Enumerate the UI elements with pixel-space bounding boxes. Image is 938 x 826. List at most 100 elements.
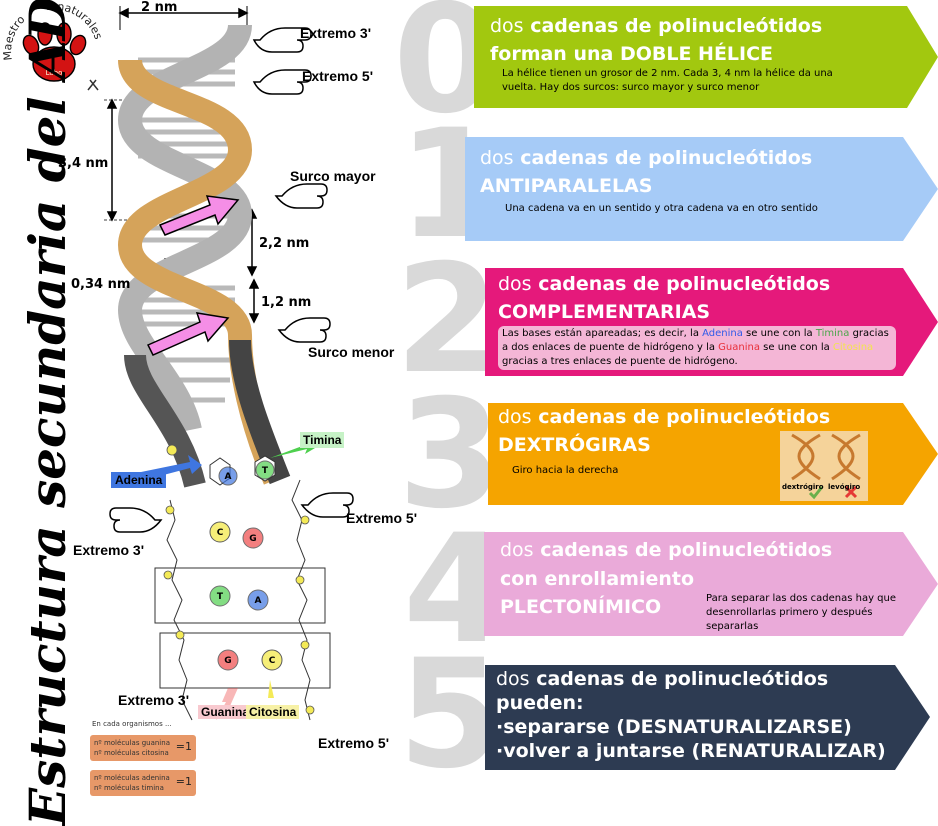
extremo5-mid-label: Extremo 5'	[346, 510, 418, 526]
hammer-icon	[87, 79, 99, 91]
step5-rest: cadenas de polinucleótidos	[536, 668, 829, 690]
width-arrow	[118, 6, 249, 30]
minor-groove-pink-arrow	[146, 312, 230, 356]
ratio1-bottom: nº moléculas citosina	[94, 749, 169, 757]
step2-ribbon: dos cadenas de polinucleótidos COMPLEMEN…	[485, 268, 938, 376]
step2-desc-p2: se une con la	[742, 328, 816, 339]
step2-desc-p8: gracias a tres enlaces de puente de hidr…	[502, 356, 738, 367]
extremo5-bottom-label: Extremo 5'	[318, 735, 390, 751]
step2-desc-adenina: Adenina	[702, 328, 743, 339]
step5-line3: ·separarse (DESNATURALIZARSE)	[496, 716, 852, 738]
base-label-g1: G	[249, 534, 256, 544]
adenina-label: Adenina	[111, 472, 167, 488]
step2-desc: Las bases están apareadas; es decir, la …	[498, 326, 896, 370]
step2-desc-p0: Las bases están apareadas; es decir, la	[502, 328, 703, 339]
step4-rest: cadenas de polinucleótidos	[540, 539, 833, 561]
ratio2-eq: =1	[175, 775, 192, 788]
step4-ribbon: dos cadenas de polinucleótidos con enrol…	[484, 532, 938, 636]
minor-groove-width-label: 1,2 nm	[261, 295, 312, 310]
pointing-hand-icon	[109, 27, 354, 533]
logo-text-mid: de	[45, 0, 59, 13]
step5-line4: ·volver a juntarse (RENATURALIZAR)	[496, 740, 886, 762]
step3-line2: DEXTRÓGIRAS	[498, 434, 651, 456]
surco-menor-label: Surco menor	[308, 344, 395, 360]
major-groove-pink-arrow	[158, 195, 240, 236]
step2-desc-guanina: Guanina	[718, 342, 760, 353]
logo: Maestro de naturales Lobo	[1, 0, 105, 100]
step4-line3: PLECTONÍMICO	[500, 596, 662, 618]
ratio2-bottom: nº moléculas timina	[94, 784, 164, 792]
surco-mayor-label: Surco mayor	[290, 168, 376, 184]
citosina-label: Citosina	[246, 705, 300, 719]
base-label-c2: C	[269, 656, 276, 666]
major-groove-width-label: 2,2 nm	[259, 236, 310, 251]
minor-groove-arrow	[248, 278, 260, 324]
step3-pre: dos	[498, 406, 532, 428]
step2-desc-citosina: Citosina	[832, 342, 874, 353]
ratio1-eq: =1	[175, 740, 192, 753]
base-spacing-label: 0,34 nm	[71, 277, 131, 292]
base-label-a1: A	[225, 472, 232, 482]
dna-helix-diagram: A T C G T A G C	[104, 6, 354, 721]
step2-pre: dos	[498, 273, 532, 295]
citosina-pointer	[268, 680, 274, 698]
step4-line2: con enrollamiento	[500, 568, 694, 590]
ratio-guanina-citosina: nº moléculas guanina nº moléculas citosin…	[90, 735, 196, 761]
step0-rest: cadenas de polinucleótidos	[530, 15, 823, 37]
step5-number: 5	[398, 628, 503, 802]
step1-line2: ANTIPARALELAS	[480, 175, 653, 197]
extremo3-top-label: Extremo 3'	[300, 25, 372, 41]
step3-ribbon: dos cadenas de polinucleótidos DEXTRÓGIR…	[488, 403, 938, 505]
base-label-a2: A	[255, 596, 262, 606]
step2-number: 2	[395, 233, 500, 407]
check-icon	[808, 486, 824, 500]
turn-label: 3,4 nm	[58, 156, 109, 171]
step2-line2: COMPLEMENTARIAS	[498, 301, 711, 323]
step1-ribbon: dos cadenas de polinucleótidos ANTIPARAL…	[465, 137, 938, 241]
step1-pre: dos	[480, 147, 514, 169]
step2-desc-p4: gracias a dos enlaces de puente de hidró…	[502, 328, 889, 353]
ratio2-top: nº moléculas adenina	[94, 774, 170, 782]
timina-label: Timina	[300, 432, 345, 448]
dextro-levo-helix-icon	[791, 433, 861, 500]
extremo3-mid-label: Extremo 3'	[73, 542, 145, 558]
step4-pre: dos	[500, 539, 534, 561]
base-label-t2: T	[217, 592, 224, 602]
extremo3-bottom-label: Extremo 3'	[118, 692, 190, 708]
step2-desc-p6: se une con la	[759, 342, 833, 353]
timina-pointer	[270, 440, 315, 458]
ratios-intro: En cada organismos ...	[92, 720, 172, 728]
extremo5-top-label: Extremo 5'	[302, 68, 374, 84]
step1-desc: Una cadena va en un sentido y otra caden…	[505, 203, 818, 214]
step0-desc: La hélice tienen un grosor de 2 nm. Cada…	[502, 68, 833, 93]
base-label-t1: T	[262, 466, 269, 476]
chirality-image: dextrógiro levógiro	[780, 431, 868, 501]
paw-icon	[22, 22, 87, 82]
base-rings	[209, 455, 283, 671]
step5-pre: dos	[496, 668, 530, 690]
step0-pre: dos	[490, 15, 524, 37]
guanina-label: Guanina	[198, 705, 253, 719]
step3-rest: cadenas de polinucleótidos	[538, 406, 831, 428]
step4-desc: Para separar las dos cadenas hay que des…	[706, 593, 897, 632]
step3-desc: Giro hacia la derecha	[512, 465, 619, 476]
step3-number: 3	[398, 368, 503, 542]
step2-rest: cadenas de polinucleótidos	[538, 273, 831, 295]
step5-line2: pueden:	[496, 692, 584, 714]
width-label: 2 nm	[141, 0, 178, 15]
step5-ribbon: dos cadenas de polinucleótidos pueden: ·…	[485, 665, 930, 770]
ratio1-top: nº moléculas guanina	[94, 739, 170, 747]
logo-badge: Lobo	[46, 69, 63, 77]
step2-desc-timina: Timina	[815, 328, 850, 339]
base-label-g2: G	[224, 656, 231, 666]
phosphate-dots	[163, 444, 315, 715]
base-label-c1: C	[217, 528, 224, 538]
dextro-label: dextrógiro	[782, 483, 824, 491]
step0-line2: forman una DOBLE HÉLICE	[490, 43, 774, 65]
step1-rest: cadenas de polinucleótidos	[520, 147, 813, 169]
turn-arrow	[104, 98, 140, 222]
cross-icon	[844, 485, 858, 499]
step0-ribbon: dos cadenas de polinucleótidos forman un…	[474, 6, 938, 108]
levo-label: levógiro	[828, 483, 861, 491]
